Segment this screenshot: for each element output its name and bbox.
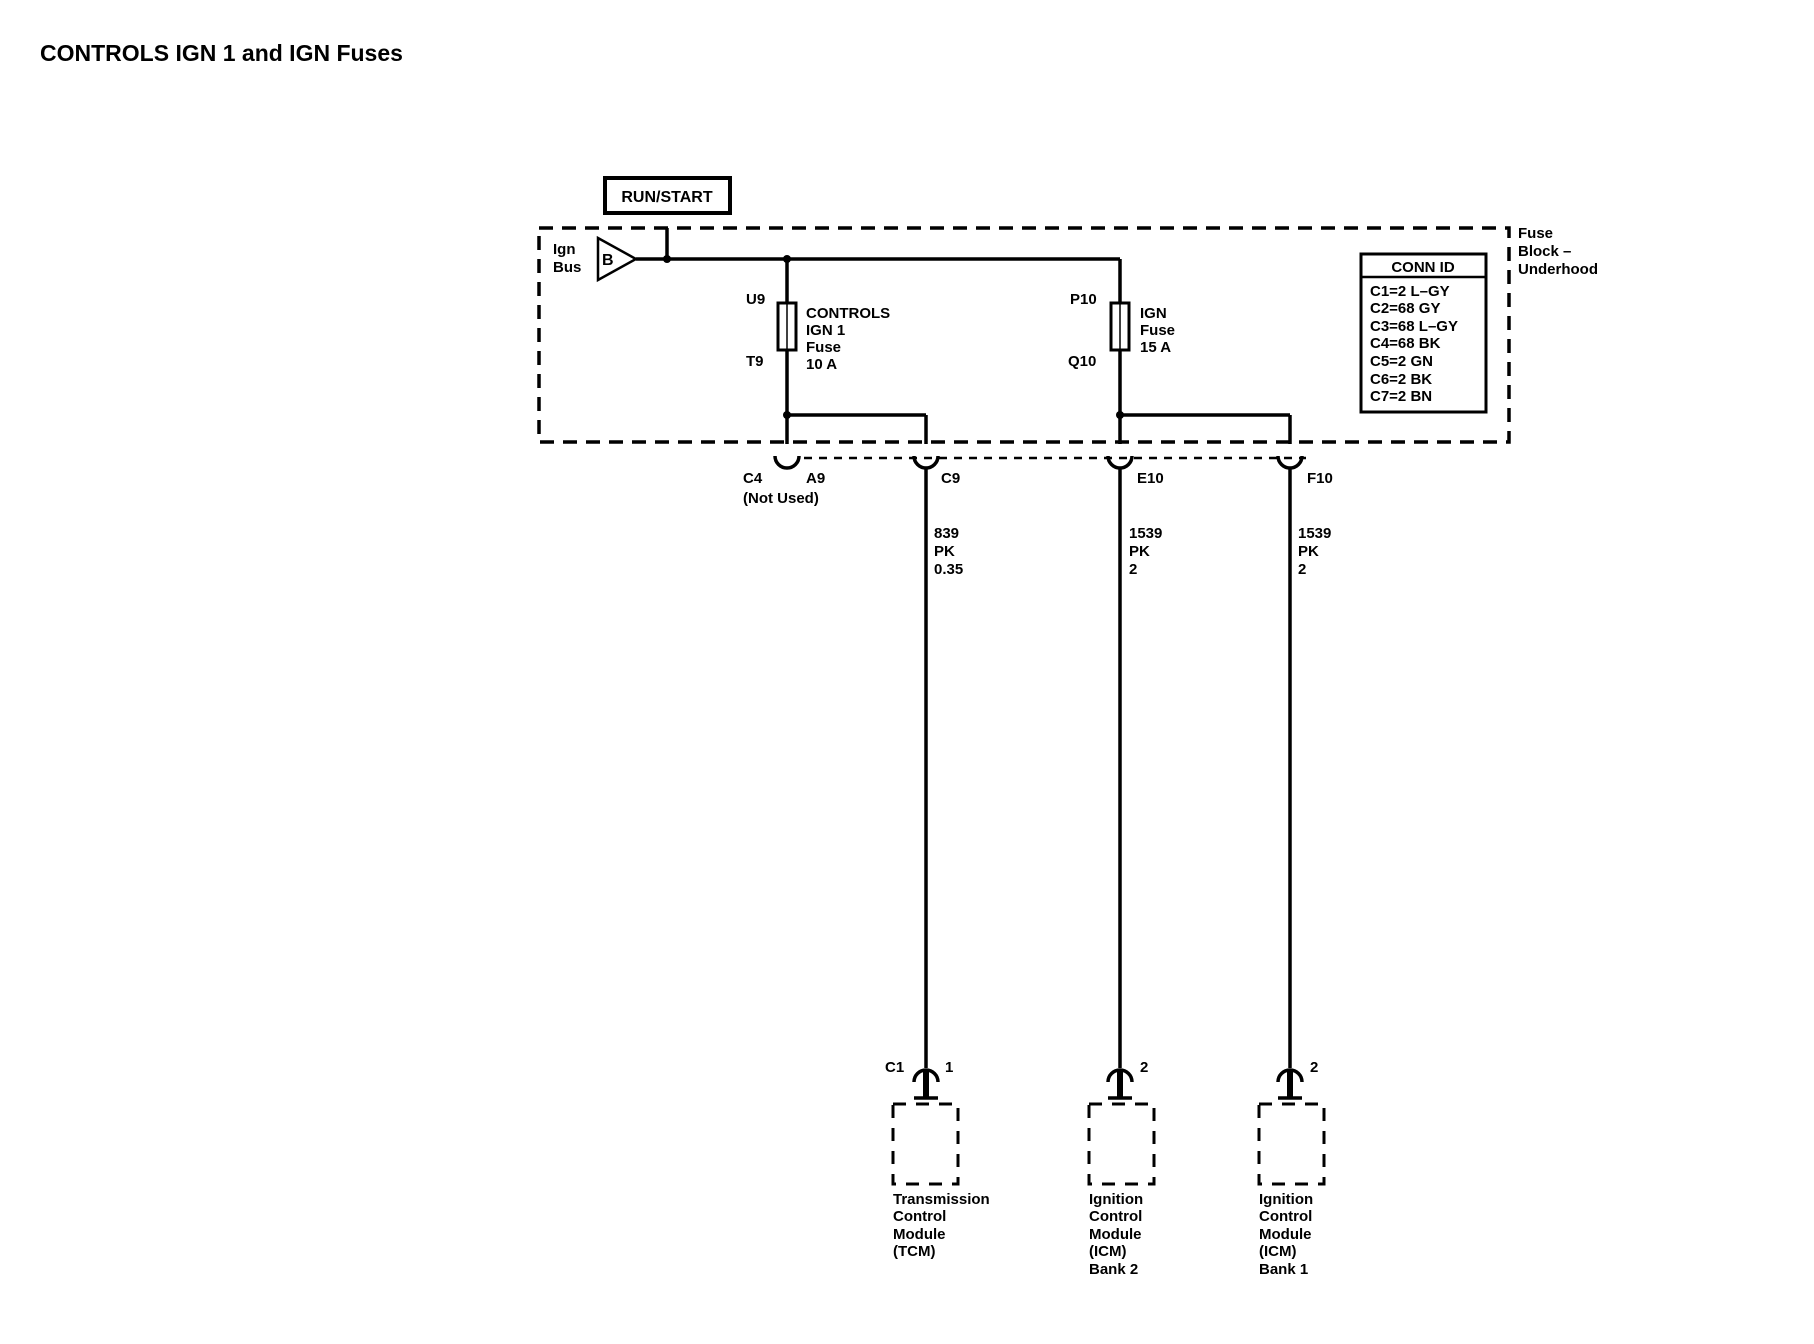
ign-bus-label-2: Bus — [553, 259, 581, 276]
icm-bank2-module-box — [1087, 1102, 1156, 1186]
conn-id-row: C6=2 BK — [1370, 371, 1432, 388]
conn-id-row: C4=68 BK — [1370, 335, 1441, 352]
fuse-block-label-2: Block – — [1518, 243, 1571, 260]
module-label: Module — [893, 1226, 946, 1243]
fuse2-top-terminal: P10 — [1070, 291, 1097, 308]
wire-circuit: 839 — [934, 525, 959, 542]
connector-c9-label: C9 — [941, 470, 960, 487]
fuse2-label-1: IGN — [1140, 305, 1167, 322]
fuse1-top-terminal: U9 — [746, 291, 765, 308]
module-label: Transmission — [893, 1191, 990, 1208]
conn-id-row: C2=68 GY — [1370, 300, 1440, 317]
module-label: (TCM) — [893, 1243, 935, 1260]
tcm-module-box — [891, 1102, 960, 1186]
module-label: Module — [1259, 1226, 1312, 1243]
module-label: (ICM) — [1089, 1243, 1127, 1260]
wire-circuit: 1539 — [1298, 525, 1331, 542]
conn-id-row: C5=2 GN — [1370, 353, 1433, 370]
fuse2-label-2: Fuse — [1140, 322, 1175, 339]
fuse1-label-2: IGN 1 — [806, 322, 845, 339]
module-conn-label: C1 — [885, 1059, 904, 1076]
module-pin-label: 1 — [945, 1059, 953, 1076]
fuse2-bottom-terminal: Q10 — [1068, 353, 1096, 370]
wire-color: PK — [1129, 543, 1150, 560]
fuse-block-label-1: Fuse — [1518, 225, 1553, 242]
connector-pin-icon — [773, 455, 801, 470]
fuse1-label-3: Fuse — [806, 339, 841, 356]
module-label: Control — [1259, 1208, 1312, 1225]
module-label: Ignition — [1089, 1191, 1143, 1208]
module-pin-label: 2 — [1310, 1059, 1318, 1076]
module-label: Bank 1 — [1259, 1261, 1308, 1278]
module-label: Ignition — [1259, 1191, 1313, 1208]
conn-id-row: C7=2 BN — [1370, 388, 1432, 405]
wire-circuit: 1539 — [1129, 525, 1162, 542]
fuse1-label-4: 10 A — [806, 356, 837, 373]
wire-color: PK — [1298, 543, 1319, 560]
run-start-label: RUN/START — [621, 189, 712, 206]
module-label: Control — [893, 1208, 946, 1225]
bus-triangle-icon — [596, 235, 639, 283]
connector-f10-label: F10 — [1307, 470, 1333, 487]
module-label: Control — [1089, 1208, 1142, 1225]
module-pin-label: 2 — [1140, 1059, 1148, 1076]
module-label: (ICM) — [1259, 1243, 1297, 1260]
run-start-box — [603, 176, 732, 215]
fuse1-label-1: CONTROLS — [806, 305, 890, 322]
wire-size: 2 — [1129, 561, 1137, 578]
fuse2-label-3: 15 A — [1140, 339, 1171, 356]
connector-e10-label: E10 — [1137, 470, 1164, 487]
conn-id-row: C3=68 L–GY — [1370, 318, 1458, 335]
conn-id-row: C1=2 L–GY — [1370, 283, 1450, 300]
conn-id-header: CONN ID — [1391, 259, 1455, 276]
wire-size: 2 — [1298, 561, 1306, 578]
bus-symbol: B — [602, 252, 614, 269]
conn-id-table — [1359, 252, 1488, 414]
fuse1-bottom-terminal: T9 — [746, 353, 764, 370]
module-label: Module — [1089, 1226, 1142, 1243]
icm-bank1-module-box — [1257, 1102, 1326, 1186]
fuse-block-outline — [537, 226, 1511, 444]
module-label: Bank 2 — [1089, 1261, 1138, 1278]
connector-c4-label: C4 — [743, 470, 763, 487]
wire-color: PK — [934, 543, 955, 560]
page-title: CONTROLS IGN 1 and IGN Fuses — [40, 40, 403, 66]
ign-bus-label-1: Ign — [553, 241, 576, 258]
connector-not-used-label: (Not Used) — [743, 490, 819, 507]
wire-size: 0.35 — [934, 561, 963, 578]
connector-a9-label: A9 — [806, 470, 825, 487]
fuse-block-label-3: Underhood — [1518, 261, 1598, 278]
